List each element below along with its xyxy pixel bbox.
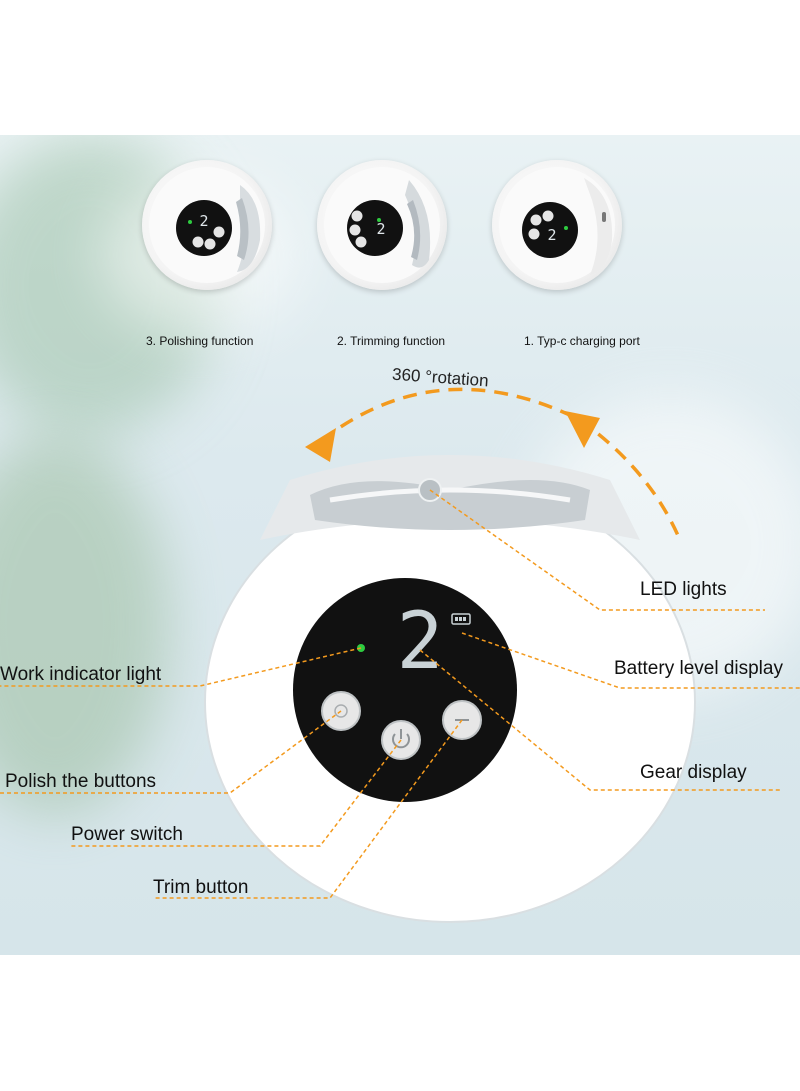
callout-lines	[0, 489, 800, 899]
svg-text:2: 2	[376, 220, 385, 238]
power-icon	[392, 733, 410, 749]
display-face	[293, 578, 517, 802]
callout-work-indicator: Work indicator light	[0, 664, 162, 685]
battery-icon	[451, 613, 471, 625]
callout-gear-display: Gear display	[640, 762, 747, 783]
thumbnail-label-polishing: 3. Polishing function	[146, 334, 254, 348]
gear-digit: 2	[397, 597, 444, 687]
thumbnail-trimming: 2	[317, 160, 447, 290]
callout-polish-buttons: Polish the buttons	[5, 771, 157, 792]
thumbnail-label-trimming: 2. Trimming function	[337, 334, 446, 348]
callout-led-lights: LED lights	[640, 579, 727, 600]
rotation-arrow-left-icon	[305, 428, 336, 462]
device-trimming-illustration: 2	[324, 167, 440, 283]
device-polishing-illustration: 2	[149, 167, 265, 283]
svg-text:2: 2	[547, 226, 556, 244]
thumb-digit: 2	[199, 212, 208, 230]
thumbnail-polishing: 2	[142, 160, 272, 290]
callout-trim-button: Trim button	[153, 877, 249, 898]
thumbnail-label-charging: 1. Typ-c charging port	[524, 334, 640, 348]
callout-power-switch: Power switch	[71, 824, 183, 845]
rotation-arc	[320, 387, 581, 442]
callout-battery-level: Battery level display	[614, 658, 783, 679]
device-charging-illustration: 2	[499, 167, 615, 283]
thumbnail-charging: 2	[492, 160, 622, 290]
rotation-arrow-right-icon	[565, 411, 600, 448]
